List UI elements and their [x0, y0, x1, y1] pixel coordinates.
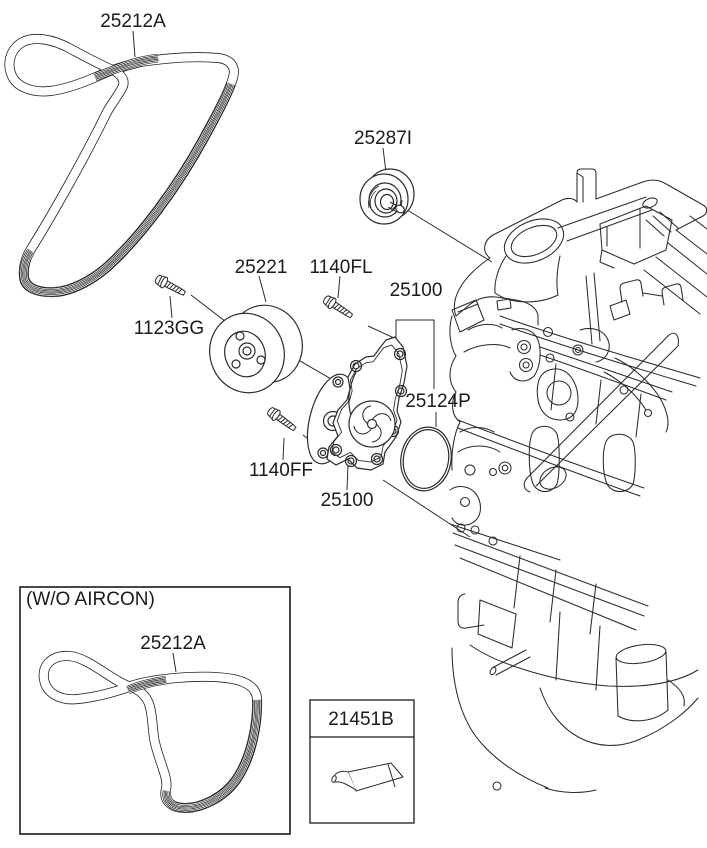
engine-block-drawing	[449, 168, 707, 793]
drive-belt-drawing	[9, 39, 234, 292]
label-pump-top: 25100	[389, 280, 443, 301]
label-wo-aircon: (W/O AIRCON)	[26, 589, 155, 610]
sealant-box	[309, 699, 415, 824]
label-oring: 25124P	[405, 391, 471, 412]
wo-aircon-box	[19, 586, 291, 835]
tensioner-pulley-drawing	[359, 168, 415, 225]
sealant-tube-drawing	[331, 762, 404, 792]
label-sealant: 21451B	[328, 709, 394, 730]
wo-aircon-belt-drawing	[44, 656, 257, 808]
label-tensioner: 25287I	[353, 128, 413, 149]
label-pulley: 25221	[234, 257, 288, 278]
leader-lines	[132, 30, 493, 673]
label-bolt-1140fl: 1140FL	[309, 257, 373, 278]
label-belt: 25212A	[100, 11, 166, 32]
water-pump-drawing	[306, 336, 408, 471]
label-belt-wo-aircon: 25212A	[140, 633, 206, 654]
label-bolt-1123gg: 1123GG	[133, 318, 205, 339]
bolt-1123gg-drawing	[153, 272, 188, 300]
idler-pulley-drawing	[209, 304, 303, 394]
label-pump-bottom: 25100	[320, 490, 374, 511]
label-bolt-1140ff: 1140FF	[248, 460, 314, 481]
oring-drawing	[400, 426, 452, 492]
bolt-1140ff-drawing	[265, 404, 299, 435]
